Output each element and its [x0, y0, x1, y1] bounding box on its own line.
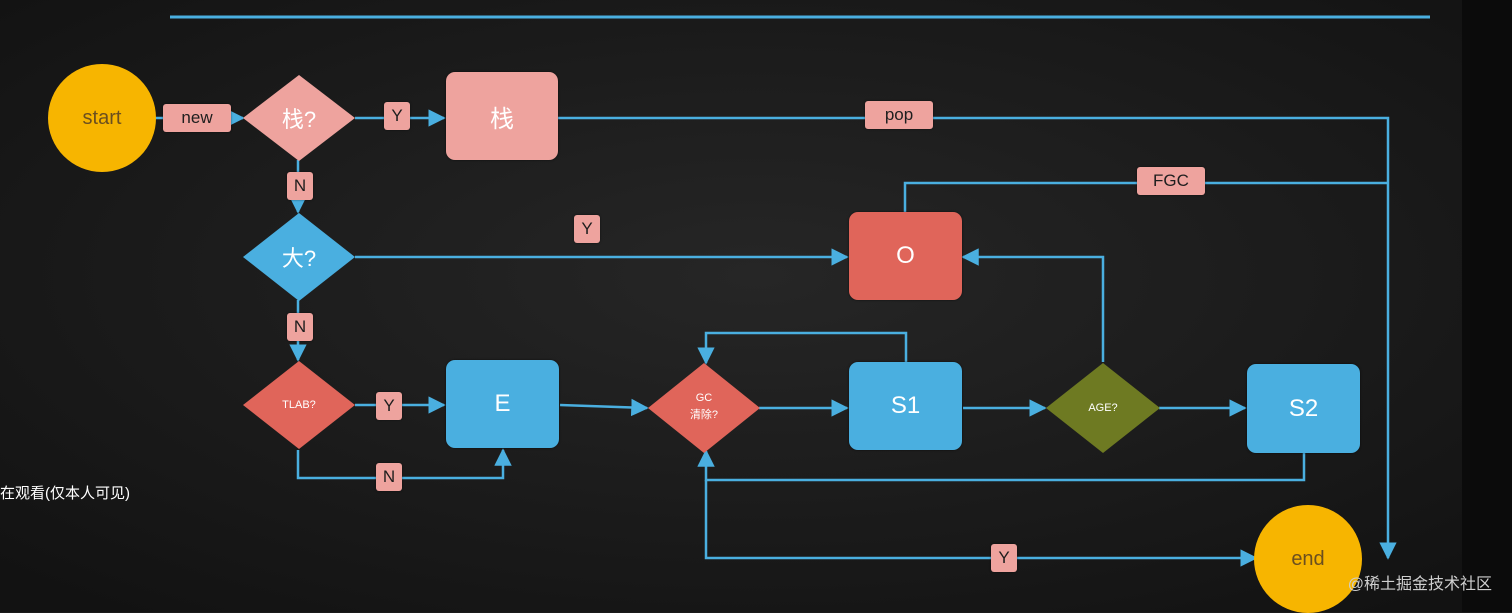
edge-stack-pop-to-end	[558, 116, 1397, 560]
edge-s1-loop-to-gc	[697, 331, 908, 365]
stack-decision-diamond	[243, 75, 355, 161]
survivor-1-box: S1	[849, 362, 962, 450]
edge-eden-to-gc	[559, 398, 649, 417]
edge-age-to-old	[961, 248, 1105, 362]
viewer-overlay-text: 在观看(仅本人可见)	[0, 485, 130, 502]
survivor-2-box: S2	[1247, 364, 1360, 453]
label-new: new	[163, 104, 231, 132]
gc-decision-diamond	[648, 363, 760, 453]
tlab-decision-diamond	[243, 361, 355, 449]
board-edge	[1462, 0, 1512, 612]
label-gc-yes: Y	[991, 544, 1017, 572]
label-stack-yes: Y	[384, 102, 410, 130]
big-decision-diamond	[243, 213, 355, 301]
edge-gc-yes-to-end	[704, 480, 1258, 567]
label-tlab-no: N	[376, 463, 402, 491]
edge-s2-back-to-gc	[697, 449, 1306, 482]
label-big-yes: Y	[574, 215, 600, 243]
label-pop: pop	[865, 101, 933, 129]
age-decision-diamond	[1046, 363, 1160, 453]
label-fgc: FGC	[1137, 167, 1205, 195]
old-gen-box: O	[849, 212, 962, 300]
label-big-no: N	[287, 313, 313, 341]
label-tlab-yes: Y	[376, 392, 402, 420]
stack-box: 栈	[446, 72, 558, 160]
eden-box: E	[446, 360, 559, 448]
end-node: end	[1254, 505, 1362, 613]
start-node: start	[48, 64, 156, 172]
watermark: @稀土掘金技术社区	[1347, 576, 1492, 593]
edge-old-fgc-to-end	[903, 181, 1388, 212]
label-stack-no: N	[287, 172, 313, 200]
